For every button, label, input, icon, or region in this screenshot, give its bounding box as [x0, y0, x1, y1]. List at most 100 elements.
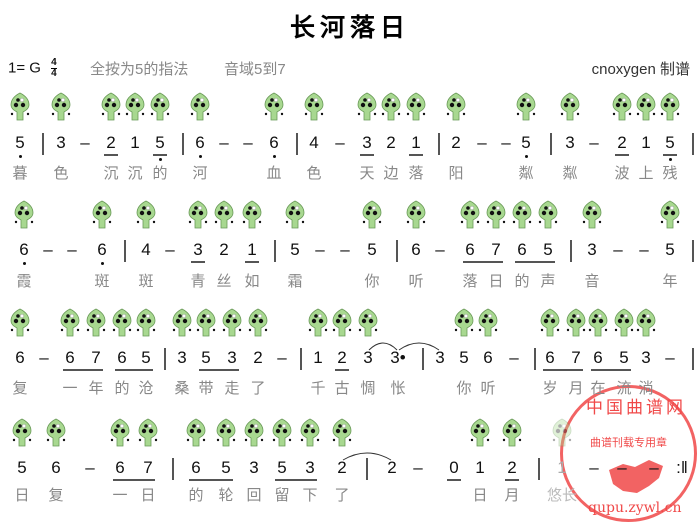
lyric: 流: [616, 380, 632, 397]
bar-line: [692, 133, 694, 155]
underline: [615, 154, 629, 156]
fingering-note: 全按为5的指法: [90, 61, 189, 78]
note: 6: [65, 348, 75, 367]
tie-arc: [398, 338, 440, 356]
ocarina-fingering-icon: [285, 200, 305, 230]
lyric: 桑: [174, 380, 190, 397]
bar-line: [396, 240, 398, 262]
ocarina-fingering-icon: [216, 418, 236, 448]
key-label: 1= G: [8, 59, 41, 77]
note: 5: [459, 348, 469, 367]
lyric: 的: [152, 165, 168, 182]
note: 5: [665, 240, 675, 259]
ocarina-fingering-icon: [222, 308, 242, 338]
note: 3: [56, 133, 66, 152]
ocarina-fingering-icon: [614, 308, 634, 338]
note: 6: [465, 240, 475, 259]
dash-extension: –: [165, 240, 175, 259]
ocarina-fingering-icon: [101, 92, 121, 122]
ocarina-fingering-icon: [138, 418, 158, 448]
note: 6: [195, 133, 205, 152]
ocarina-fingering-icon: [248, 308, 268, 338]
ocarina-fingering-icon: [332, 418, 352, 448]
ocarina-fingering-icon: [190, 92, 210, 122]
lyric: 轮: [218, 487, 234, 504]
bar-line: [274, 240, 276, 262]
dash-extension: –: [413, 458, 423, 477]
note: 2: [106, 133, 116, 152]
lyric: 月: [504, 487, 520, 504]
note: 5: [155, 133, 165, 152]
note: 1: [641, 133, 651, 152]
note: 5: [543, 240, 553, 259]
lyric: 回: [246, 487, 262, 504]
note: 1: [130, 133, 140, 152]
lyric: 了: [250, 380, 266, 397]
dash-extension: –: [219, 133, 229, 152]
ocarina-fingering-icon: [566, 308, 586, 338]
ocarina-fingering-icon: [560, 92, 580, 122]
note: 2: [386, 133, 396, 152]
ocarina-fingering-icon: [188, 200, 208, 230]
ocarina-fingering-icon: [362, 200, 382, 230]
lyric: 落: [462, 273, 478, 290]
lyric: 色: [53, 165, 69, 182]
note: 5: [221, 458, 231, 477]
note: 5: [367, 240, 377, 259]
low-octave-dot: [100, 262, 104, 265]
ocarina-fingering-icon: [112, 308, 132, 338]
dash-extension: –: [43, 240, 53, 259]
ocarina-fingering-icon: [92, 200, 112, 230]
lyric: 声: [540, 273, 556, 290]
note: 1: [247, 240, 257, 259]
lyric: 日: [14, 487, 30, 504]
underline-group: [543, 369, 583, 371]
underline-group: [115, 369, 153, 371]
ocarina-fingering-icon: [110, 418, 130, 448]
lyric: 霞: [16, 273, 32, 290]
lyric: 河: [192, 165, 208, 182]
note: 2: [507, 458, 517, 477]
ocarina-fingering-icon: [540, 308, 560, 338]
lyric: 留: [274, 487, 290, 504]
underline: [409, 154, 423, 156]
bar-line: [692, 240, 694, 262]
note: 3•: [390, 348, 406, 367]
note: 5: [277, 458, 287, 477]
note: 3: [249, 458, 259, 477]
lyric: 日: [488, 273, 504, 290]
ocarina-fingering-icon: [502, 418, 522, 448]
bar-line: [296, 133, 298, 155]
dash-extension: –: [435, 240, 445, 259]
ocarina-fingering-icon: [486, 200, 506, 230]
underline-group: [275, 479, 317, 481]
lyric: 上: [638, 165, 654, 182]
lyric: 悠长: [546, 487, 578, 504]
note: 2: [337, 458, 347, 477]
lyric: 丝: [216, 273, 232, 290]
ocarina-fingering-icon: [454, 308, 474, 338]
ocarina-fingering-icon: [636, 92, 656, 122]
lyric: 年: [88, 380, 104, 397]
note: 3: [641, 348, 651, 367]
low-octave-dot: [158, 158, 162, 161]
lyric: 沉: [103, 165, 119, 182]
ocarina-fingering-icon: [172, 308, 192, 338]
bar-line: [300, 348, 302, 370]
lyric: 复: [48, 487, 64, 504]
note: 1: [313, 348, 323, 367]
ocarina-fingering-icon: [10, 308, 30, 338]
dash-extension: –: [67, 240, 77, 259]
dash-extension: –: [315, 240, 325, 259]
underline: [360, 154, 374, 156]
note: 6: [115, 458, 125, 477]
dash-extension: –: [243, 133, 253, 152]
bar-line: [164, 348, 166, 370]
dash-extension: –: [85, 458, 95, 477]
low-octave-dot: [524, 155, 528, 158]
dash-extension: –: [509, 348, 519, 367]
note: 2: [219, 240, 229, 259]
ocarina-fingering-icon: [244, 418, 264, 448]
